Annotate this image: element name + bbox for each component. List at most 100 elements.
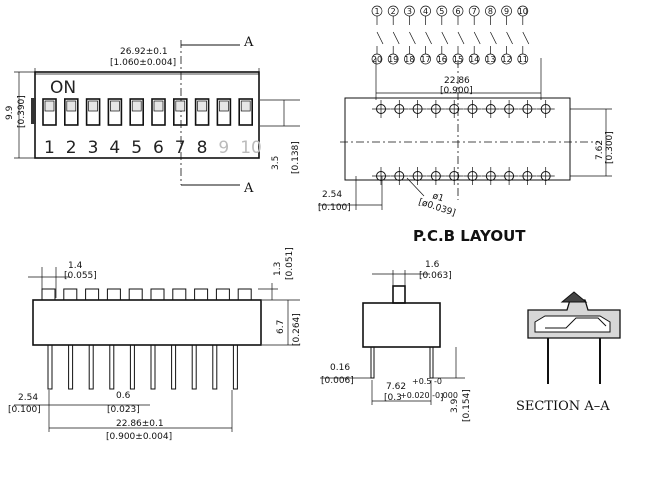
schematic-pin-bottom [517,53,529,65]
switch-number: 3 [88,138,99,158]
schematic-pin-label: 9 [504,7,509,16]
switch-actuator [175,100,186,112]
side-actuator [106,288,121,301]
pin1-marker [31,98,36,124]
side-span-mm: 22.86±0.1 [116,419,164,429]
side-pin [47,344,53,390]
switch-number: 9 [218,138,229,158]
side-pin [109,344,115,390]
schematic-switch-blade [473,31,481,45]
schematic-switch-blade [425,31,432,45]
switch-number: 5 [131,138,142,158]
pcb-width-mm: 22.86 [444,76,470,86]
end-pin-len-in: [0.154] [462,389,472,422]
row-spacing-in: [0.300] [605,131,615,164]
switch-actuator [44,100,55,112]
schematic-switch-blade [522,31,530,45]
schematic-switch-blade [392,31,400,45]
side-pin [88,344,94,390]
switch-actuator [197,100,207,112]
side-actuators [41,288,252,301]
schematic-pin-label: 8 [488,7,493,16]
schematic-pin-label: 15 [453,55,463,64]
on-label: ON [50,78,76,98]
schematic-switch-blade [409,31,416,45]
side-pins [47,344,238,390]
switch-number: 7 [175,138,186,158]
switch-number: 4 [109,138,120,158]
schematic-pin-bottom [485,53,496,65]
schematic-pin-bottom [387,53,399,65]
schematic-pin-bottom [501,53,512,65]
switch-actuator [66,100,77,112]
switch-number: 8 [197,138,208,158]
schematic-pin-label: 20 [372,55,382,64]
side-actuator [128,288,143,301]
schematic-pin-label: 13 [485,55,495,64]
schematic-pin-label: 11 [518,55,528,64]
schematic-pin-label: 4 [423,7,428,16]
switch-number: 2 [66,138,77,158]
section-contact [545,317,607,329]
end-act-w-in: [0.063] [419,271,452,281]
schematic-pin-label: 7 [472,7,477,16]
switch-number: 6 [153,138,164,158]
hole-leader [406,177,425,197]
section-actuator [560,291,588,303]
end-row-mm: 7.62 [386,382,406,392]
length-mm: 26.92±0.1 [120,47,168,57]
switch-actuator [88,100,98,112]
schematic-switch-blade [441,31,449,45]
end-pin-right [429,346,434,379]
side-pin [68,344,74,390]
schematic-pin-label: 1 [374,7,379,16]
side-pin [171,344,177,390]
pitch-mm: 2.54 [322,190,342,200]
side-act-w-in: [0.055] [64,271,97,281]
schematic-pin-label: 6 [455,7,460,16]
switch-slot [64,98,79,126]
side-pin [232,344,238,390]
pcb-width-in: [0.900] [440,86,473,96]
end-pin-t-mm: 0.16 [330,363,350,373]
side-actuator [85,288,100,301]
side-actuator [237,288,252,301]
actuator-in: [0.138] [291,141,301,174]
side-pin-w-mm: 0.6 [116,391,131,401]
switch-slot [42,98,57,126]
side-actuator [41,288,56,301]
schematic-pin-label: 18 [404,55,414,64]
pitch-in: [0.100] [318,203,351,213]
pcb-title: P.C.B LAYOUT [413,227,526,245]
side-view: 1.4 [0.055] 1.3 [0.051] 6.7 [0.264] 2.54… [8,247,302,442]
switch-slot [173,98,188,126]
switch-actuator [153,100,164,112]
side-actuator [150,288,165,301]
side-pin [191,344,197,390]
hole-mm: ø1 [431,191,445,204]
top-view: A A 26.92±0.1 [1.060±0.004] 9.9 [0.390] … [5,35,301,196]
switch-slot [194,98,210,126]
schematic-switch-blade [490,31,497,45]
pcb-outline [344,97,571,181]
side-actuator [215,288,230,301]
end-row-in: [0.3 [384,393,402,403]
end-actuator [392,285,406,304]
side-body-h-mm: 6.7 [276,320,286,334]
side-act-h-mm: 1.3 [273,262,283,276]
schematic-switch-blade [506,31,513,45]
end-act-w-mm: 1.6 [425,260,440,270]
side-pin [129,344,135,390]
schematic-pin-label: 5 [439,7,444,16]
switch-number: 10 [240,138,262,158]
schematic-pin-bottom [420,53,431,65]
switch-slot [107,98,123,126]
schematic-switch-blade [376,31,384,45]
schematic-pin-label: 2 [391,7,396,16]
end-row-in-close: ] [440,393,444,403]
schematic-pin-label: 17 [421,55,431,64]
switch-actuator [219,100,229,112]
switch-slot [85,98,101,126]
